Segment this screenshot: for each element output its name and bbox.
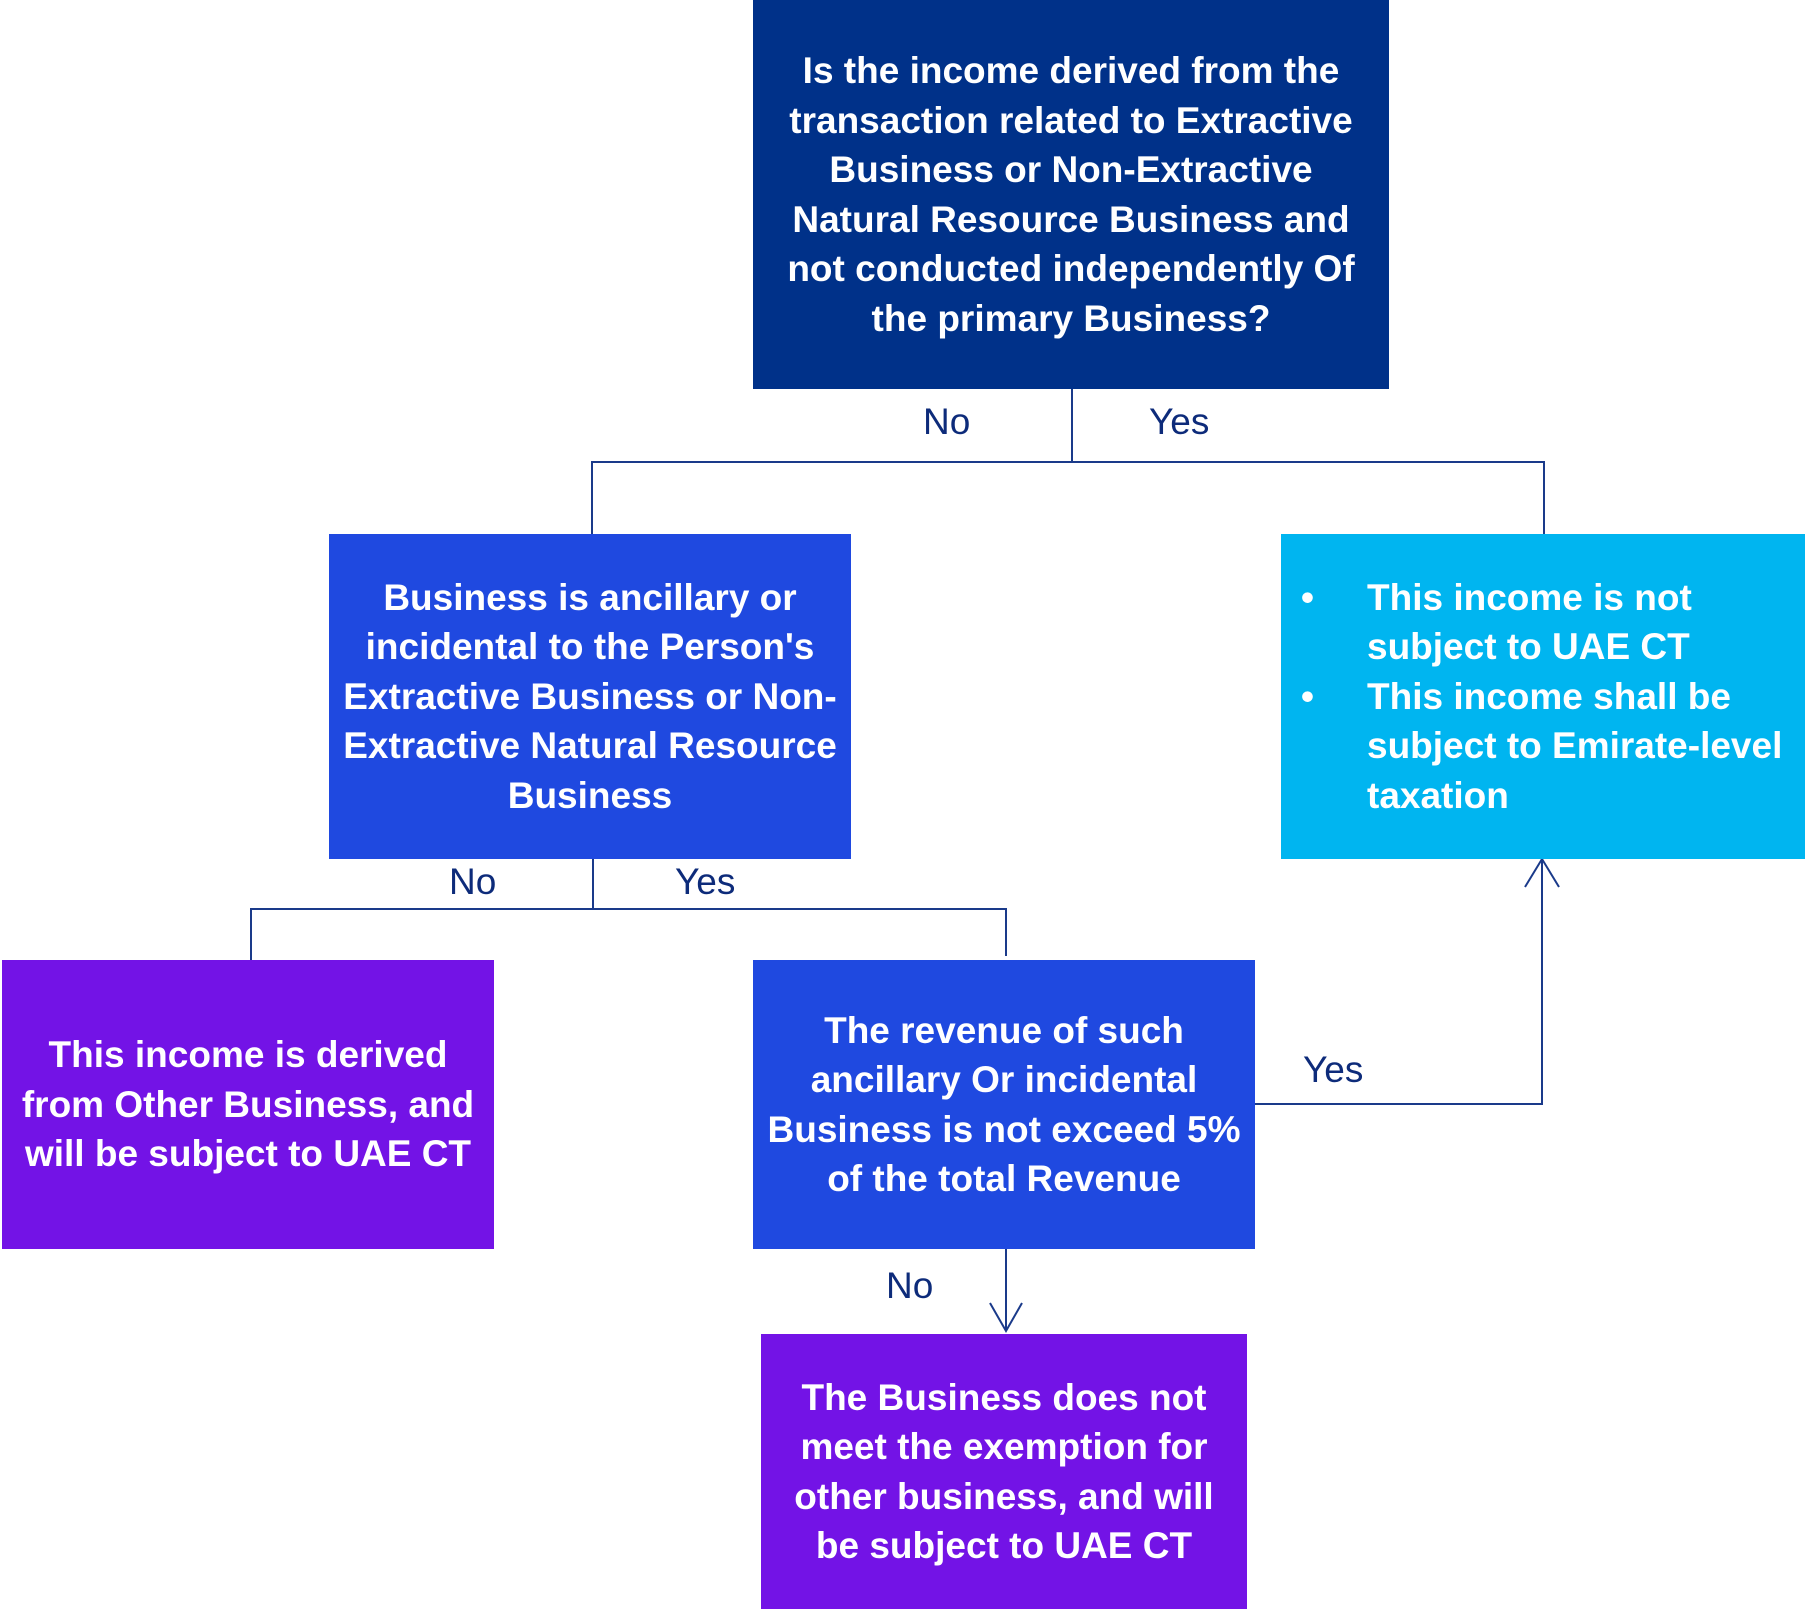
edge-label-yes: Yes bbox=[1303, 1049, 1364, 1090]
connector-q3-yes bbox=[1255, 861, 1543, 1105]
edge-label-no: No bbox=[449, 861, 497, 902]
question-text: Business is ancillary or incidental to t… bbox=[343, 576, 837, 816]
result-box-other-business: This income is derived from Other Busine… bbox=[2, 960, 494, 1249]
question-box-primary: Is the income derived from the transacti… bbox=[753, 0, 1389, 389]
connector-q2-branches bbox=[250, 859, 1007, 960]
result-box-exempt: This income is not subject to UAE CT Thi… bbox=[1281, 534, 1805, 859]
result-text: The Business does not meet the exemption… bbox=[794, 1376, 1214, 1567]
bullet-item: This income is not subject to UAE CT bbox=[1281, 573, 1805, 672]
question-text: The revenue of such ancillary Or inciden… bbox=[767, 1009, 1241, 1200]
edge-label-no: No bbox=[886, 1265, 934, 1306]
edge-label-yes: Yes bbox=[675, 861, 736, 902]
result-box-not-exempt: The Business does not meet the exemption… bbox=[761, 1334, 1247, 1609]
question-box-revenue: The revenue of such ancillary Or inciden… bbox=[753, 960, 1255, 1249]
connector-q1-branches bbox=[591, 389, 1545, 534]
arrow-head-up-icon bbox=[1524, 857, 1560, 888]
edge-label-yes: Yes bbox=[1149, 401, 1210, 442]
arrow-head-down-icon bbox=[989, 1302, 1023, 1334]
question-text: Is the income derived from the transacti… bbox=[787, 50, 1355, 339]
exempt-bullet-list: This income is not subject to UAE CT Thi… bbox=[1281, 573, 1805, 821]
edge-label-no: No bbox=[923, 401, 971, 442]
result-text: This income is derived from Other Busine… bbox=[21, 1034, 475, 1175]
question-box-ancillary: Business is ancillary or incidental to t… bbox=[329, 534, 851, 859]
bullet-item: This income shall be subject to Emirate-… bbox=[1281, 672, 1805, 821]
